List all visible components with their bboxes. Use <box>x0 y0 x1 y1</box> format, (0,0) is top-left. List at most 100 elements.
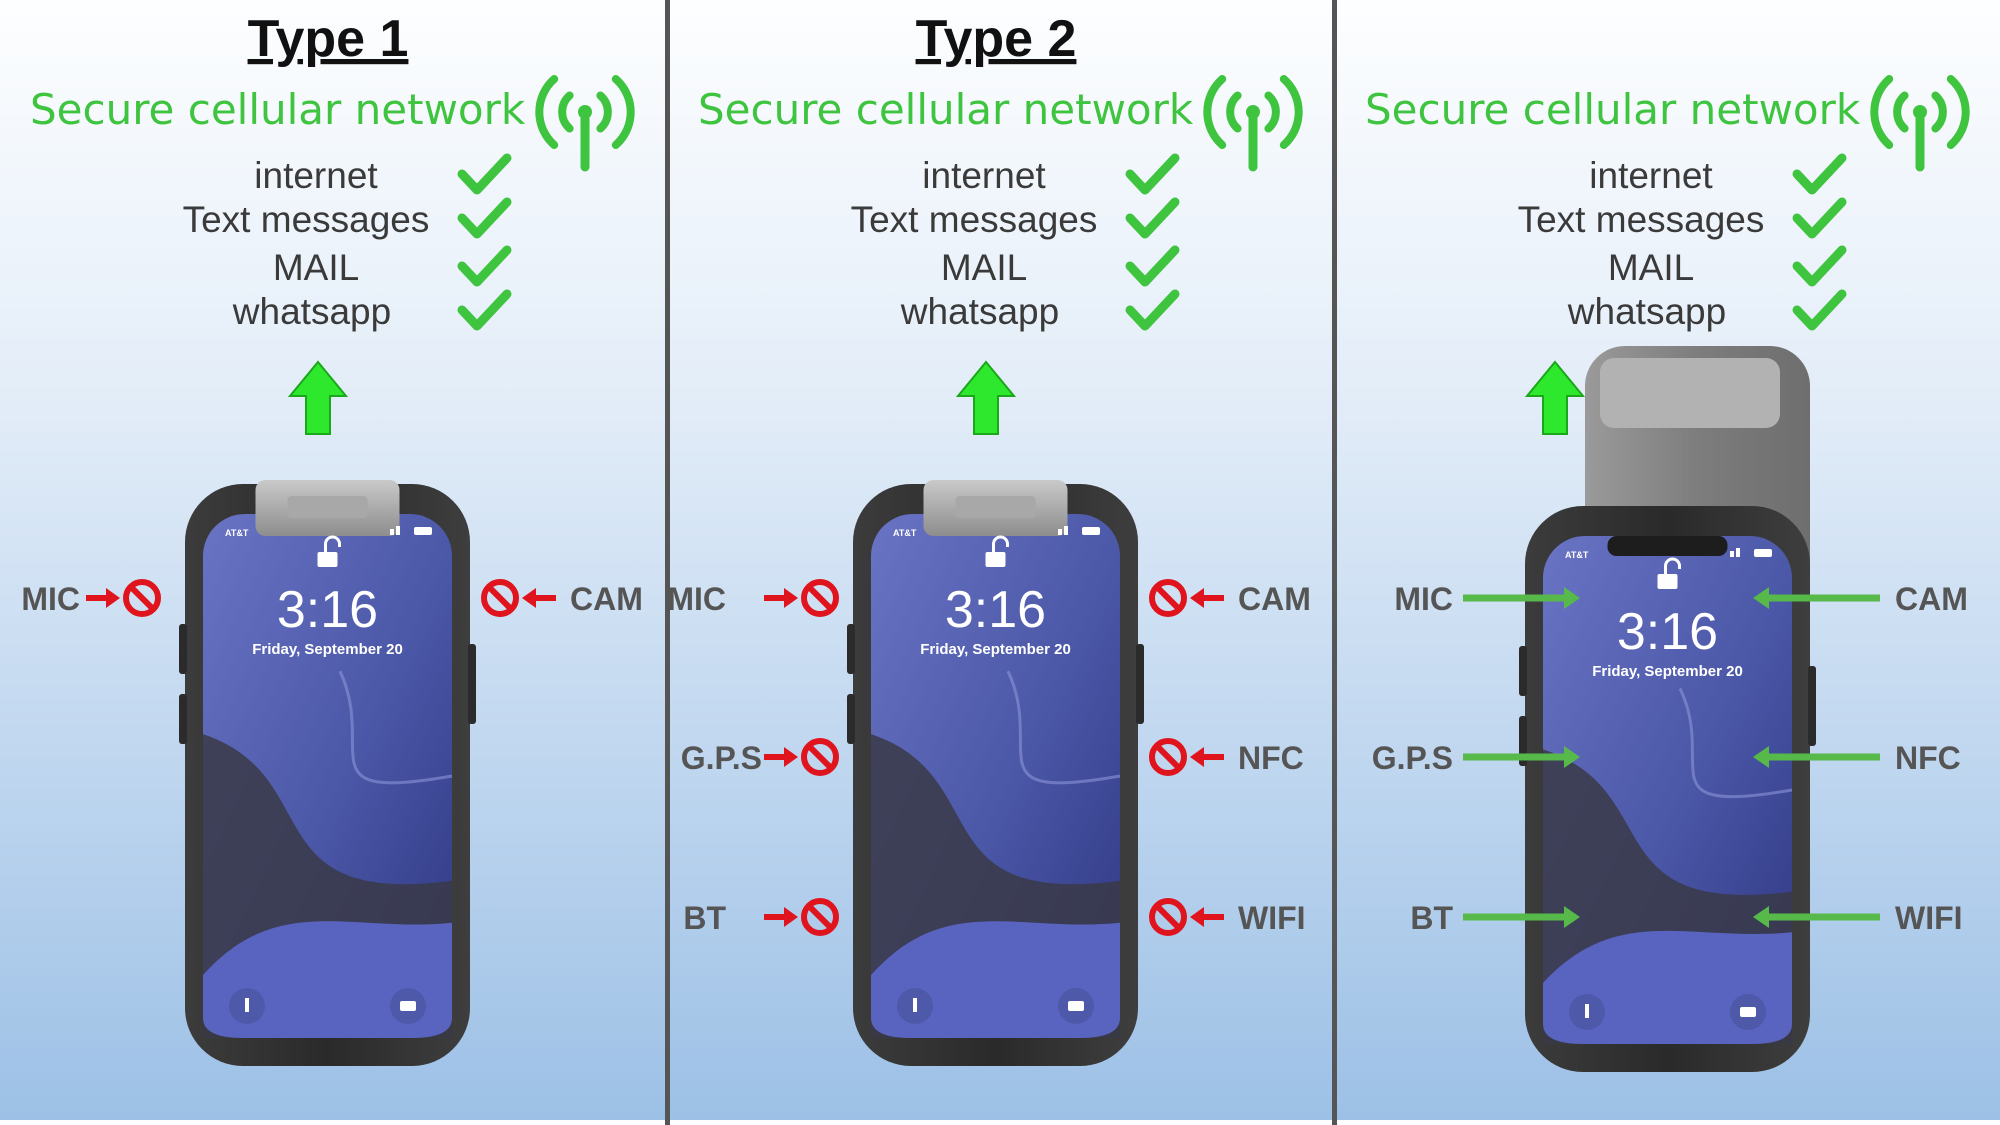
unlock-icon <box>985 535 1009 567</box>
port-indicator: NFC <box>1753 740 1961 776</box>
network-heading: Secure cellular network <box>30 85 526 134</box>
blocked-icon <box>481 579 519 617</box>
blocked-icon <box>801 898 839 936</box>
up-arrow-icon <box>1524 360 1586 435</box>
port-indicator: CAM <box>1149 579 1311 617</box>
wallpaper-wave <box>871 921 1120 1038</box>
port-indicator: CAM <box>481 579 643 617</box>
blocked-icon <box>1149 898 1187 936</box>
arrow-right-icon <box>1463 746 1580 768</box>
camera-glyph <box>1068 1001 1084 1011</box>
wallpaper-line <box>1678 687 1793 799</box>
check-icon <box>1125 245 1180 287</box>
panel-divider <box>665 0 670 1125</box>
port-label-mic: MIC <box>21 581 80 617</box>
antenna-icon <box>535 75 635 172</box>
check-icon <box>1792 289 1847 331</box>
feature-item: whatsapp <box>232 291 391 332</box>
port-indicator: WIFI <box>1753 900 1963 936</box>
check-icon <box>1792 245 1847 287</box>
check-icon <box>1125 197 1180 239</box>
port-label-bt: BT <box>1410 900 1453 936</box>
port-label-gps: G.P.S <box>681 740 762 776</box>
module-cap <box>1600 358 1780 428</box>
signal-icon <box>1058 529 1062 535</box>
check-icon <box>457 245 512 287</box>
network-heading: Secure cellular network <box>1365 85 1861 134</box>
check-icon <box>1125 289 1180 331</box>
volume-button <box>179 694 187 744</box>
port-label-wifi: WIFI <box>1895 900 1963 936</box>
port-label-cam: CAM <box>570 581 643 617</box>
feature-item: Text messages <box>1518 199 1765 240</box>
power-button <box>1136 644 1144 724</box>
arrow-left-icon <box>1190 588 1224 608</box>
unlock-icon <box>317 535 341 567</box>
port-indicator: G.P.S <box>681 738 839 776</box>
wallpaper-line <box>1006 670 1121 785</box>
network-heading: Secure cellular network <box>698 85 1194 134</box>
wallpaper-wave <box>1543 930 1792 1044</box>
wallpaper-line <box>338 670 453 785</box>
check-icon <box>457 197 512 239</box>
feature-item: internet <box>254 155 378 196</box>
blocked-icon <box>1149 738 1187 776</box>
port-indicator: MIC <box>667 579 839 617</box>
port-indicator: NFC <box>1149 738 1304 776</box>
arrow-right-icon <box>764 588 798 608</box>
signal-icon <box>1730 551 1734 557</box>
port-label-cam: CAM <box>1895 581 1968 617</box>
arrow-right-icon <box>86 588 120 608</box>
flashlight-glyph <box>1585 1004 1589 1018</box>
lock-screen-time: 3:16 <box>1617 603 1718 661</box>
feature-item: whatsapp <box>900 291 1059 332</box>
antenna-icon <box>1203 75 1303 172</box>
unlock-icon <box>1657 557 1681 589</box>
up-arrow-icon <box>955 360 1017 435</box>
port-label-nfc: NFC <box>1238 740 1304 776</box>
module-cap <box>955 496 1036 518</box>
lock-screen-time: 3:16 <box>277 581 378 639</box>
port-indicator: WIFI <box>1149 898 1306 936</box>
arrow-left-icon <box>1753 587 1880 609</box>
blocked-icon <box>123 579 161 617</box>
camera-glyph <box>1740 1007 1756 1017</box>
check-icon <box>457 153 512 195</box>
arrow-right-icon <box>764 747 798 767</box>
carrier-label: AT&T <box>225 528 249 538</box>
arrow-right-icon <box>1463 587 1580 609</box>
feature-item: Text messages <box>183 199 430 240</box>
arrow-left-icon <box>1753 906 1880 928</box>
check-icon <box>1792 153 1847 195</box>
lock-screen-date: Friday, September 20 <box>920 641 1071 658</box>
feature-item: whatsapp <box>1567 291 1726 332</box>
arrow-left-icon <box>1190 907 1224 927</box>
check-icon <box>1792 197 1847 239</box>
wallpaper-wave <box>203 921 452 1038</box>
power-button <box>468 644 476 724</box>
camera-glyph <box>400 1001 416 1011</box>
battery-icon <box>1754 549 1772 557</box>
check-icon <box>457 289 512 331</box>
module-cap <box>287 496 368 518</box>
port-indicator: BT <box>1410 900 1580 936</box>
port-label-cam: CAM <box>1238 581 1311 617</box>
arrow-right-icon <box>1463 906 1580 928</box>
port-indicator: G.P.S <box>1372 740 1580 776</box>
arrow-left-icon <box>1753 746 1880 768</box>
up-arrow-icon <box>287 360 349 435</box>
power-button <box>1808 666 1816 746</box>
battery-icon <box>414 527 432 535</box>
signal-icon <box>396 526 400 535</box>
antenna-icon <box>1870 75 1970 172</box>
check-icon <box>1125 153 1180 195</box>
feature-item: MAIL <box>273 247 359 288</box>
carrier-label: AT&T <box>893 528 917 538</box>
signal-icon <box>1064 526 1068 535</box>
